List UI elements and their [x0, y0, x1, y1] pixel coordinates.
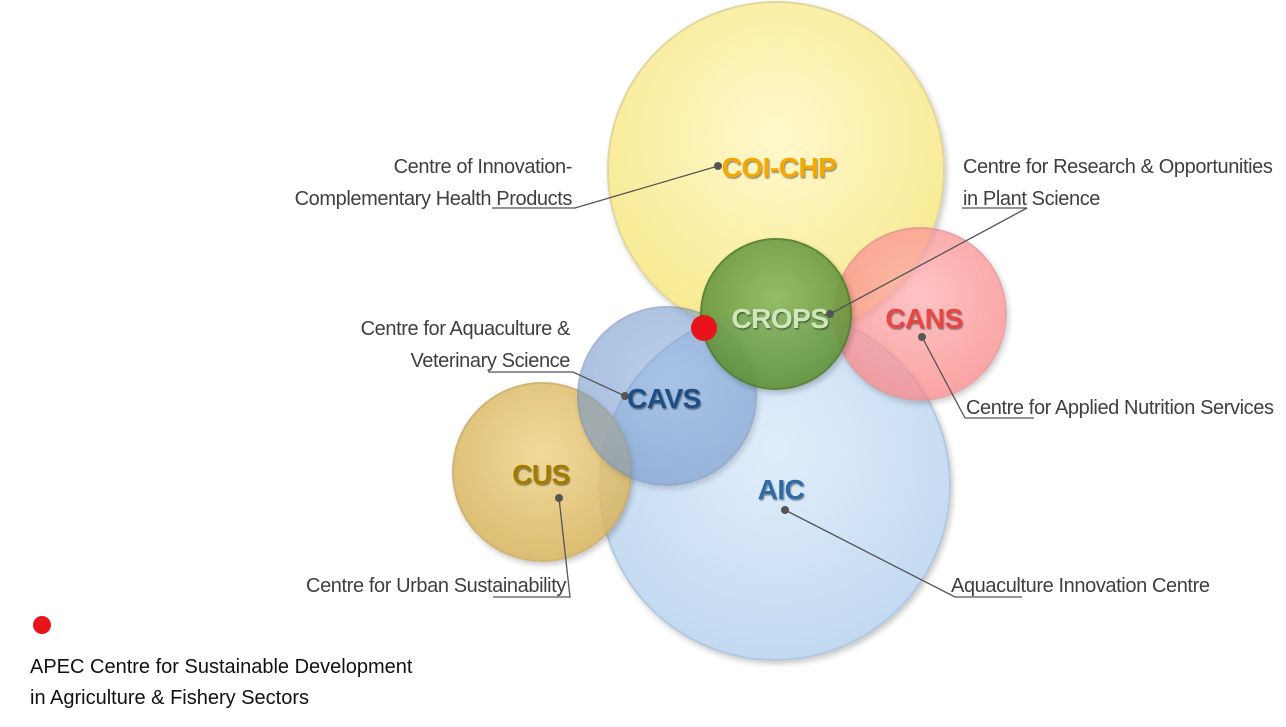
cavs-name-line2: Veterinary Science: [410, 350, 570, 372]
crops-abbr: CROPS: [731, 303, 828, 334]
coi-chp-abbr: COI-CHP: [722, 152, 837, 183]
coi-chp-name-line2: Complementary Health Products: [295, 188, 573, 210]
aic-name: Aquaculture Innovation Centre: [951, 575, 1210, 597]
legend-marker: [33, 616, 51, 634]
aic-abbr: AIC: [758, 474, 805, 505]
coi-chp-leader-dot: [714, 162, 722, 170]
cus-leader: [493, 497, 571, 598]
apec-legend: APEC Centre for Sustainable Development …: [30, 652, 490, 714]
aic-leader: [784, 509, 1022, 598]
cans-name: Centre for Applied Nutrition Services: [966, 397, 1274, 419]
apec-legend-line2: in Agriculture & Fishery Sectors: [30, 687, 309, 709]
leader-lines: [488, 165, 1034, 598]
crops-name-line2: in Plant Science: [963, 188, 1100, 210]
crops-circle: [700, 238, 852, 390]
cus-name: Centre for Urban Sustainability: [306, 575, 566, 597]
cavs-abbr: CAVS: [627, 383, 701, 414]
leader-dots: [555, 162, 926, 514]
crops-name-line1: Centre for Research & Opportunities: [963, 156, 1273, 178]
cavs-leader-dot: [621, 392, 629, 400]
cavs-name-line1: Centre for Aquaculture &: [361, 318, 571, 340]
cavs-leader: [488, 371, 626, 397]
cans-leader: [921, 336, 1034, 419]
crops-leader-dot: [826, 310, 834, 318]
cans-abbr: CANS: [885, 303, 962, 334]
abbreviation-labels: COI-CHP CROPS CANS CAVS CUS AIC: [512, 152, 963, 505]
centre-names: Centre of Innovation- Complementary Heal…: [295, 156, 1275, 597]
coi-chp-leader: [492, 165, 719, 209]
circles: [452, 1, 1007, 661]
aic-leader-dot: [781, 506, 789, 514]
cus-leader-dot: [555, 494, 563, 502]
coi-chp-name-line1: Centre of Innovation-: [394, 156, 572, 178]
cus-abbr: CUS: [512, 459, 570, 490]
cans-leader-dot: [918, 333, 926, 341]
crops-leader: [829, 207, 1028, 315]
apec-marker: [691, 315, 717, 341]
apec-legend-line1: APEC Centre for Sustainable Development: [30, 656, 413, 678]
